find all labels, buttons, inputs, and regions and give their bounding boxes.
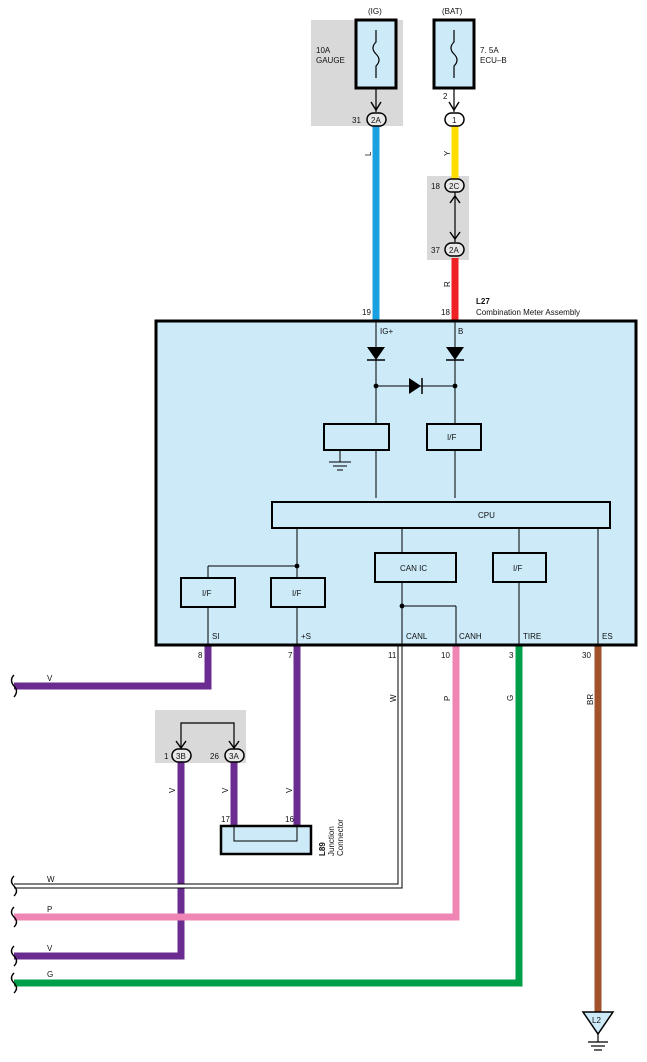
wire-label-Y: Y [443,150,452,156]
pin-es: 30 [582,651,591,660]
ig-label: (IG) [368,7,382,16]
diode-ig-icon [367,347,385,360]
fuse-ecub-icon [450,30,458,78]
svg-text:3A: 3A [229,752,239,761]
wire-label-V-3a: V [221,787,230,793]
svg-text:I/F: I/F [447,433,456,442]
pin-canl: 11 [388,651,397,660]
term-canl: CANL [406,632,428,641]
wire-break-mark [10,972,18,994]
svg-text:3B: 3B [176,752,186,761]
svg-text:I/F: I/F [202,589,211,598]
term-plus-s: +S [301,632,311,641]
junction-name-1: Junction [327,826,336,856]
meter-pin-b: 18 [441,308,450,317]
junction-dot [452,383,458,389]
svg-text:I/F: I/F [513,564,522,573]
connector-1-pin: 2 [443,92,448,101]
junction-dot [399,603,405,609]
wire-label-W: W [389,694,398,702]
connector-3a-pin: 26 [210,752,219,761]
ground-label: L2 [592,1016,601,1025]
wire-P-pink [14,646,460,921]
svg-text:2A: 2A [449,246,459,255]
pin-si: 8 [198,651,203,660]
wire-G-green [14,646,523,987]
wire-label-R: R [443,281,452,287]
bus-label-W: W [47,875,55,884]
junction-name-2: Connector [336,819,345,856]
pin-canh: 10 [441,651,450,660]
if-block-tire [492,552,547,583]
term-b: B [458,327,463,336]
meter-name: Combination Meter Assembly [476,308,580,317]
junction-pin-16: 16 [285,815,294,824]
fuse-gauge-name: GAUGE [316,56,345,65]
svg-text:2A: 2A [371,116,381,125]
connector-2a-top-pin: 31 [352,116,361,125]
fuse-gauge-amp: 10A [316,46,331,55]
wire-V-si [14,646,212,690]
cpu-block [271,501,611,529]
svg-text:1: 1 [452,116,457,125]
connector-2a-top [366,112,387,127]
svg-text:CAN IC: CAN IC [400,564,427,573]
if-block-plus-s [270,577,326,608]
term-tire: TIRE [523,632,541,641]
connector-2a-mid-pin: 37 [431,246,440,255]
regulator-block [323,423,390,451]
wire-label-BR: BR [586,694,595,705]
wire-label-G: G [506,695,515,701]
bus-label-P: P [47,905,52,914]
term-ig: IG+ [380,327,393,336]
connector-3a [224,748,245,763]
term-es: ES [602,632,613,641]
junction-dot [294,563,300,569]
wire-break-mark [10,674,18,698]
fuse-ecub-name: ECU–B [480,56,507,65]
connector-2c-pin: 18 [431,182,440,191]
wire-break-mark [10,906,18,928]
svg-text:2C: 2C [449,182,459,191]
fuse-gauge-icon [372,30,380,78]
ground-l2-triangle [581,1011,615,1036]
fuse-ecub-amp: 7. 5A [480,46,499,55]
bat-label: (BAT) [442,7,463,16]
svg-text:CPU: CPU [478,511,495,520]
if-block-top [426,423,482,451]
pin-plus-s: 7 [288,651,293,660]
wire-label-V-3b: V [168,787,177,793]
wire-label-L: L [364,151,373,156]
junction-connector-l89 [219,824,313,856]
wire-label-P: P [443,696,452,701]
connector-3b-pin: 1 [164,752,169,761]
connector-1 [444,112,465,127]
wire-break-mark [10,875,18,897]
can-ic-block [374,552,457,583]
term-canh: CANH [459,632,482,641]
svg-text:I/F: I/F [292,589,301,598]
bus-label-G: G [47,970,53,979]
wire-V-3b [14,762,185,960]
connector-3b [171,748,192,763]
bus-label-V: V [47,944,53,953]
diode-cross-icon [409,378,421,394]
junction-dot [373,383,379,389]
junction-pin-17: 17 [221,815,230,824]
wire-label-V-si: V [47,674,53,683]
wire-break-mark [10,945,18,967]
wire-label-V-plus-s: V [285,787,294,793]
junction-id: L89 [318,842,327,856]
term-si: SI [212,632,220,641]
meter-pin-ig: 19 [362,308,371,317]
pin-tire: 3 [509,651,514,660]
diode-b-icon [446,347,464,360]
connector-2a-mid [444,242,465,257]
meter-id: L27 [476,297,490,306]
if-block-si [180,577,236,608]
